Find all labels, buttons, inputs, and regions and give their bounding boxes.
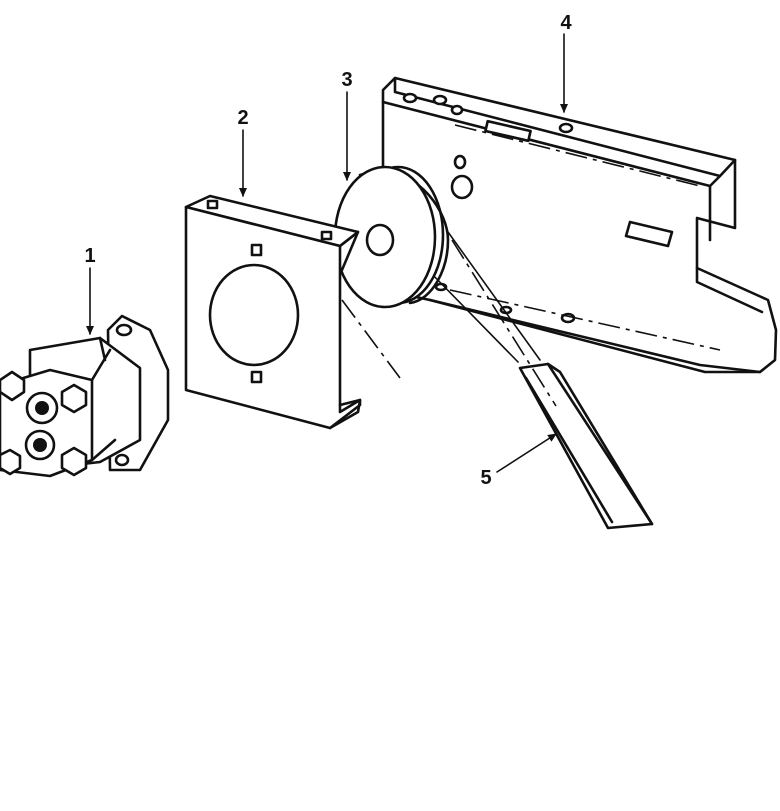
pulley xyxy=(333,165,450,379)
callout-3: 3 xyxy=(341,69,352,91)
hydraulic-pump xyxy=(0,314,170,478)
leader-lines xyxy=(86,33,568,473)
callout-2: 2 xyxy=(237,107,248,129)
drive-belt xyxy=(427,231,654,530)
adapter-plate xyxy=(184,194,362,430)
callout-4: 4 xyxy=(560,12,572,34)
callout-1: 1 xyxy=(84,245,95,267)
leader-line-5 xyxy=(496,433,557,473)
callout-labels: 1 2 3 4 5 xyxy=(84,12,572,489)
callout-5: 5 xyxy=(480,467,491,489)
mounting-bracket xyxy=(381,76,778,374)
